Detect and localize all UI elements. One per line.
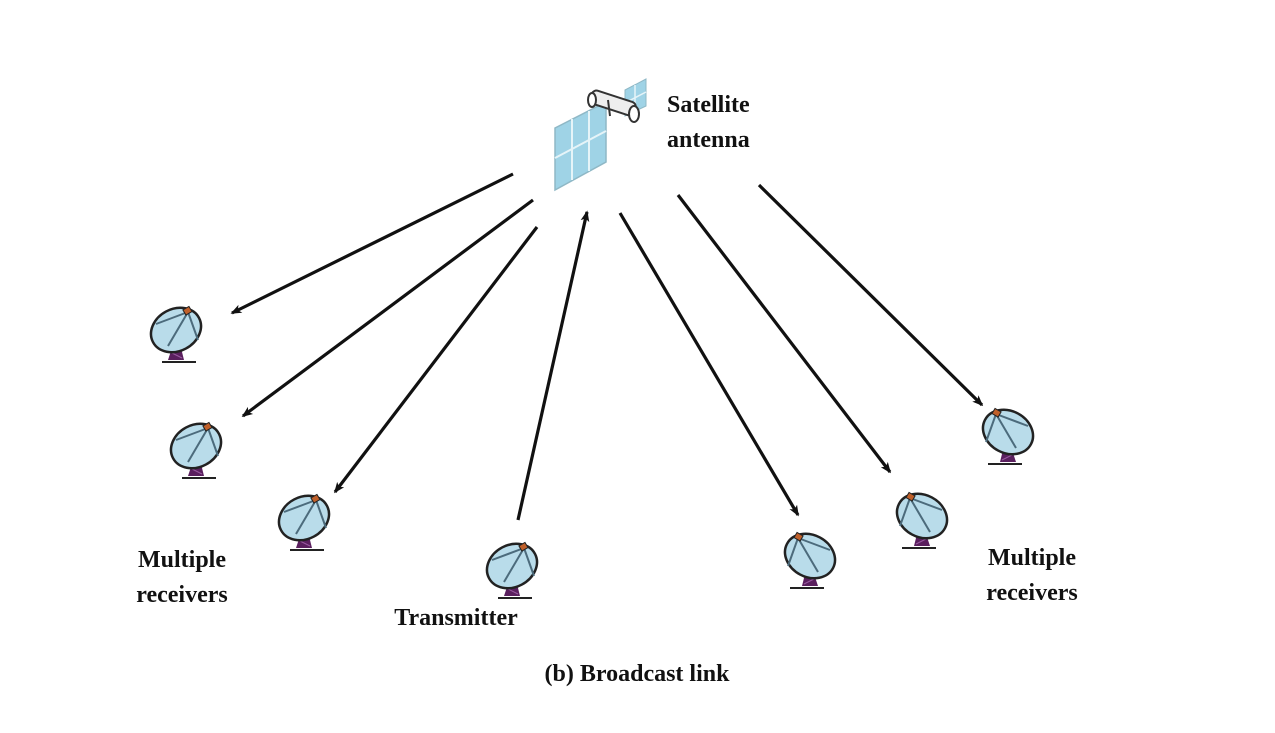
right-receivers-label: Multiple receivers [972,541,1092,611]
uplink-arrow [516,210,590,521]
receiver-dish-icon [141,298,211,364]
satellite-label: Satellite antenna [667,88,750,158]
transmitter-label: Transmitter [394,605,518,631]
transmitter-dish-icon [477,534,547,600]
right-receivers-label-line1: Multiple [988,545,1076,571]
right-receivers-label-line2: receivers [986,580,1078,606]
receiver-dish-icon [269,486,339,552]
receiver-dish-icon [775,524,845,590]
satellite-icon [554,78,647,192]
downlink-arrow [757,183,984,407]
links [230,172,984,521]
downlink-arrow [618,212,800,517]
downlink-arrow [333,226,539,494]
caption: (b) Broadcast link [544,661,730,687]
downlink-arrow [676,194,892,474]
receiver-dish-icon [887,484,957,550]
satellite-label-line1: Satellite [667,92,750,118]
left-receivers-label: Multiple receivers [122,543,242,613]
downlink-arrow [230,172,514,315]
left-receivers-label-line2: receivers [136,582,228,608]
left-receivers-label-line1: Multiple [138,547,226,573]
receiver-dish-icon [973,400,1043,466]
receiver-dish-icon [161,414,231,480]
downlink-arrow [241,198,534,418]
satellite-label-line2: antenna [667,127,750,153]
